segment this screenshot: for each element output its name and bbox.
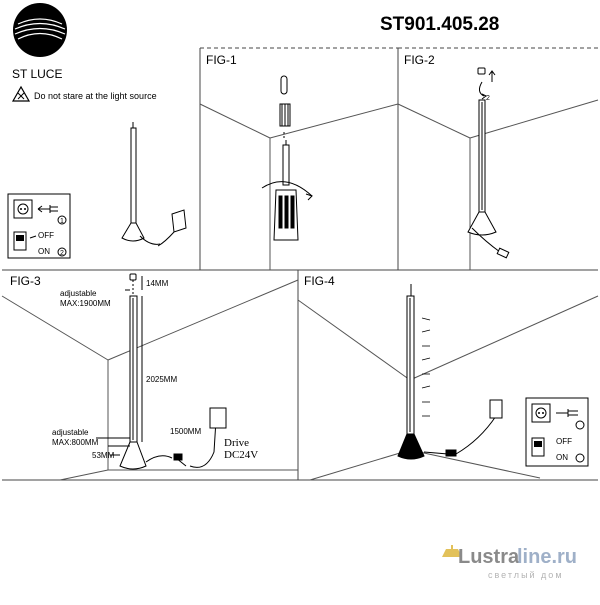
fig3-room: [1, 279, 299, 481]
fig1-drill-icon: [261, 140, 313, 241]
fig1-ceiling-anchor: [279, 75, 291, 140]
fig1-room: [199, 103, 399, 270]
rocker-switch-icon: [13, 231, 37, 251]
model-number: ST901.405.28: [380, 14, 499, 35]
figure-label-2: FIG-2: [404, 53, 435, 67]
brand-name: ST LUCE: [12, 67, 62, 81]
watermark-sub: светлый дом: [488, 570, 564, 580]
fig3-lamp: [119, 273, 227, 470]
drive-label-1: Drive: [224, 437, 249, 449]
dim-adjustable-top-1: adjustable: [60, 289, 97, 298]
step-number-1: 1: [60, 218, 64, 225]
overview-lamp: [121, 122, 161, 245]
panel-dividers: [2, 47, 598, 481]
lamp-logo-icon: [442, 549, 462, 557]
dim-cable: 1500MM: [170, 427, 201, 436]
dim-top-gap: 14MM: [146, 279, 169, 288]
warning-text: Do not stare at the light source: [34, 91, 157, 101]
on-label-right: ON: [556, 453, 568, 462]
drive-label-2: DC24V: [224, 449, 258, 461]
fig3-dimension-lines: [96, 276, 143, 456]
off-label-right: OFF: [556, 437, 572, 446]
power-plug-icon: [13, 199, 58, 219]
switch-panel-left: 1 OFF ON 2: [7, 193, 71, 259]
on-label: ON: [38, 247, 50, 256]
step-number-2: 2: [60, 250, 64, 257]
watermark-part2: line.ru: [517, 546, 577, 568]
dim-adjustable-bottom-1: adjustable: [52, 428, 89, 437]
dim-adjustable-top-2: MAX:1900MM: [60, 299, 111, 308]
fig2-room: [397, 99, 599, 270]
dim-height: 2025MM: [146, 375, 177, 384]
watermark-part1: Lustra: [458, 546, 520, 568]
site-watermark: Lustra line.ru светлый дом: [442, 545, 577, 580]
driver-box-overview: [157, 209, 187, 247]
fig4-lamp: [397, 284, 503, 460]
switch-panel-right: OFF ON: [525, 397, 589, 467]
dim-adjustable-bottom-2: MAX:800MM: [52, 438, 99, 447]
fig4-light-rays: [421, 317, 431, 417]
dim-base: 53MM: [92, 451, 115, 460]
warning-icon: [11, 85, 31, 102]
figure-label-3: FIG-3: [10, 274, 41, 288]
figure-label-4: FIG-4: [304, 274, 335, 288]
figure-label-1: FIG-1: [206, 53, 237, 67]
off-label: OFF: [38, 231, 54, 240]
brand-logo: [13, 3, 67, 57]
fig2-lamp: [467, 67, 510, 259]
fig2-step-number: 2: [486, 95, 490, 102]
